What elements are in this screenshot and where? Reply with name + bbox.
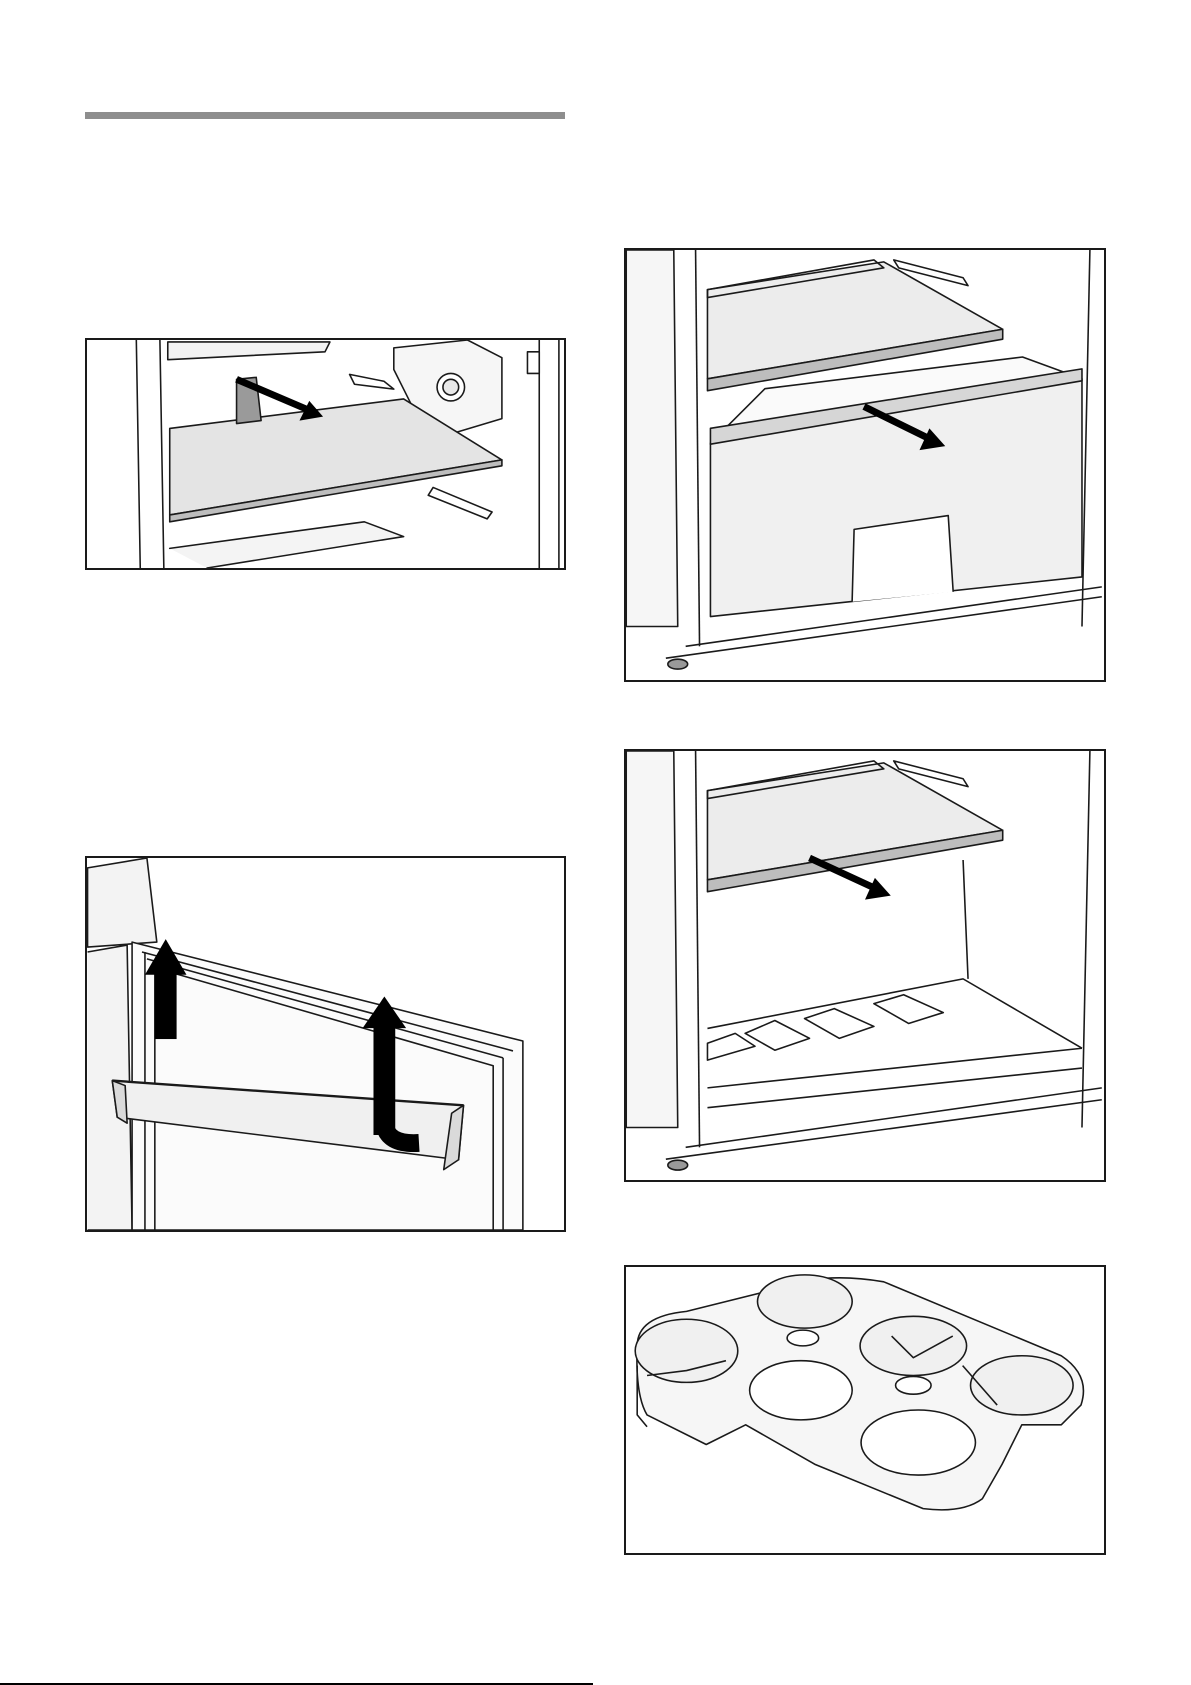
section-rule [85, 112, 565, 119]
figure-egg-tray [624, 1265, 1106, 1555]
door-shelf-illustration [87, 858, 564, 1230]
figure-glass-shelf-removal [624, 749, 1106, 1182]
vegetable-container-illustration [626, 250, 1104, 680]
figure-door-shelf-removal [85, 856, 566, 1232]
figure-shelf-removal [85, 338, 566, 570]
tray-icon [626, 1267, 1104, 1553]
glass-shelf-illustration [626, 751, 1104, 1180]
figure-vegetable-container-removal [624, 248, 1106, 682]
shelf-illustration [87, 340, 564, 568]
